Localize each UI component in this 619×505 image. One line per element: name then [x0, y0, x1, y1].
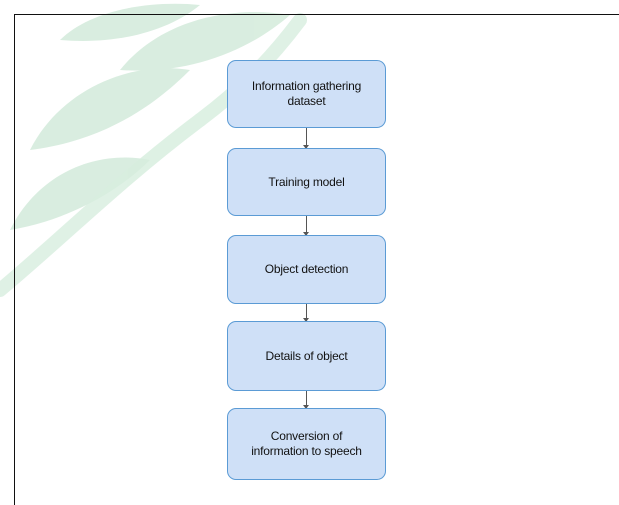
flow-step-speech-conversion: Conversion of information to speech — [227, 408, 386, 480]
flow-arrow-4 — [303, 391, 309, 409]
flow-arrow-3 — [303, 304, 309, 322]
flow-arrow-1 — [303, 128, 309, 149]
flow-step-object-detection: Object detection — [227, 235, 386, 304]
flow-arrow-2 — [303, 216, 309, 236]
figure-frame — [14, 14, 619, 505]
flow-step-object-details: Details of object — [227, 321, 386, 391]
flow-step-data-gathering: Information gathering dataset — [227, 60, 386, 128]
flow-step-training-model: Training model — [227, 148, 386, 216]
